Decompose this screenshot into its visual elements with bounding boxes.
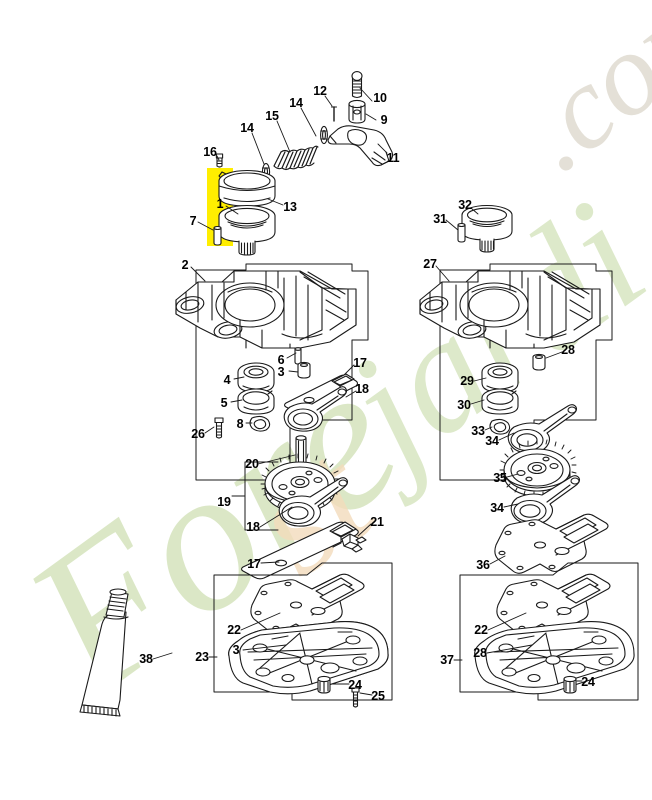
part-31-pin — [457, 222, 466, 243]
part-18-connecting-rod-lower — [278, 477, 349, 527]
callout-28a: 28 — [561, 342, 575, 357]
part-10-screw — [351, 71, 363, 99]
callout-34b: 34 — [490, 500, 504, 515]
callout-30: 30 — [457, 397, 471, 412]
callout-12: 12 — [313, 83, 327, 98]
part-9-bushing — [348, 99, 366, 124]
part-21-fitting — [341, 533, 367, 553]
callout-3: 3 — [277, 364, 285, 379]
callout-19: 19 — [217, 494, 231, 509]
callout-20: 20 — [245, 456, 259, 471]
callout-17a: 17 — [353, 355, 367, 370]
callout-11: 11 — [386, 150, 400, 165]
part-27-gearbox-housing — [419, 270, 601, 349]
part-25-screw — [351, 687, 360, 708]
callout-29: 29 — [460, 373, 474, 388]
callout-4: 4 — [223, 372, 231, 387]
part-13-collar-ring — [218, 169, 276, 207]
part-11-lever — [327, 125, 394, 167]
callout-22b: 22 — [474, 622, 488, 637]
group-23-bracket — [213, 562, 393, 701]
part-35-gear — [499, 439, 577, 497]
part-18-connecting-rod — [283, 386, 348, 432]
callout-9: 9 — [380, 112, 388, 127]
part-2-gearbox-housing — [175, 270, 357, 349]
part-22-gasket-right — [496, 573, 611, 634]
callout-8: 8 — [236, 416, 244, 431]
part-22-gasket — [250, 573, 365, 634]
callout-24b: 24 — [581, 674, 595, 689]
callout-14b: 14 — [289, 95, 303, 110]
callout-3b: 3 — [232, 642, 240, 657]
callout-10: 10 — [373, 90, 387, 105]
callout-35: 35 — [493, 470, 507, 485]
callout-21: 21 — [370, 514, 384, 529]
callout-16: 16 — [203, 144, 217, 159]
part-7-pin — [213, 225, 222, 246]
part-28-bushing — [532, 353, 546, 371]
part-33-circlip — [489, 418, 511, 435]
group-37-bracket — [459, 562, 639, 701]
leader-lines — [152, 87, 583, 696]
callout-25: 25 — [371, 688, 385, 703]
callout-1: 1 — [216, 196, 224, 211]
callout-27: 27 — [423, 256, 437, 271]
part-34-connecting-rod-lower — [510, 475, 581, 525]
callout-23: 23 — [195, 649, 209, 664]
callout-14a: 14 — [240, 120, 254, 135]
part-16-screw — [215, 153, 224, 168]
callout-31: 31 — [433, 211, 447, 226]
callout-7: 7 — [189, 213, 197, 228]
part-24-base-plate — [228, 621, 389, 695]
callout-17b: 17 — [247, 556, 261, 571]
callout-26: 26 — [191, 426, 205, 441]
part-36-gasket — [494, 513, 609, 574]
part-5-seal-ring — [237, 388, 275, 415]
part-8-circlip — [249, 415, 271, 432]
part-32-cup-housing — [461, 204, 513, 253]
part-24-nut-right — [563, 675, 577, 694]
part-3-bushing — [297, 361, 311, 379]
part-12-pin — [330, 106, 338, 122]
callout-15: 15 — [265, 108, 279, 123]
callout-37: 37 — [440, 652, 454, 667]
callout-18a: 18 — [355, 381, 369, 396]
callout-18b: 18 — [246, 519, 260, 534]
callout-33: 33 — [471, 423, 485, 438]
callout-38: 38 — [139, 651, 153, 666]
part-15-spring — [273, 145, 319, 171]
callout-22a: 22 — [227, 622, 241, 637]
part-30-seal-ring — [481, 388, 519, 415]
part-38-grease-tube — [79, 588, 129, 717]
part-4-bearing — [237, 362, 275, 393]
callout-34a: 34 — [485, 433, 499, 448]
callout-6: 6 — [277, 352, 285, 367]
part-29-bearing — [481, 362, 519, 393]
callout-36: 36 — [476, 557, 490, 572]
callout-2: 2 — [181, 257, 189, 272]
callout-13: 13 — [283, 199, 297, 214]
part-14-washer-right — [320, 125, 328, 145]
part-26-screw — [214, 417, 224, 439]
part-24-nut — [317, 675, 331, 694]
part-17-bracket-plate-lower — [240, 521, 359, 580]
callout-5: 5 — [220, 395, 228, 410]
callout-32: 32 — [458, 197, 472, 212]
callout-24a: 24 — [348, 677, 362, 692]
callout-28b: 28 — [473, 645, 487, 660]
part-24-base-plate-right — [474, 621, 635, 695]
